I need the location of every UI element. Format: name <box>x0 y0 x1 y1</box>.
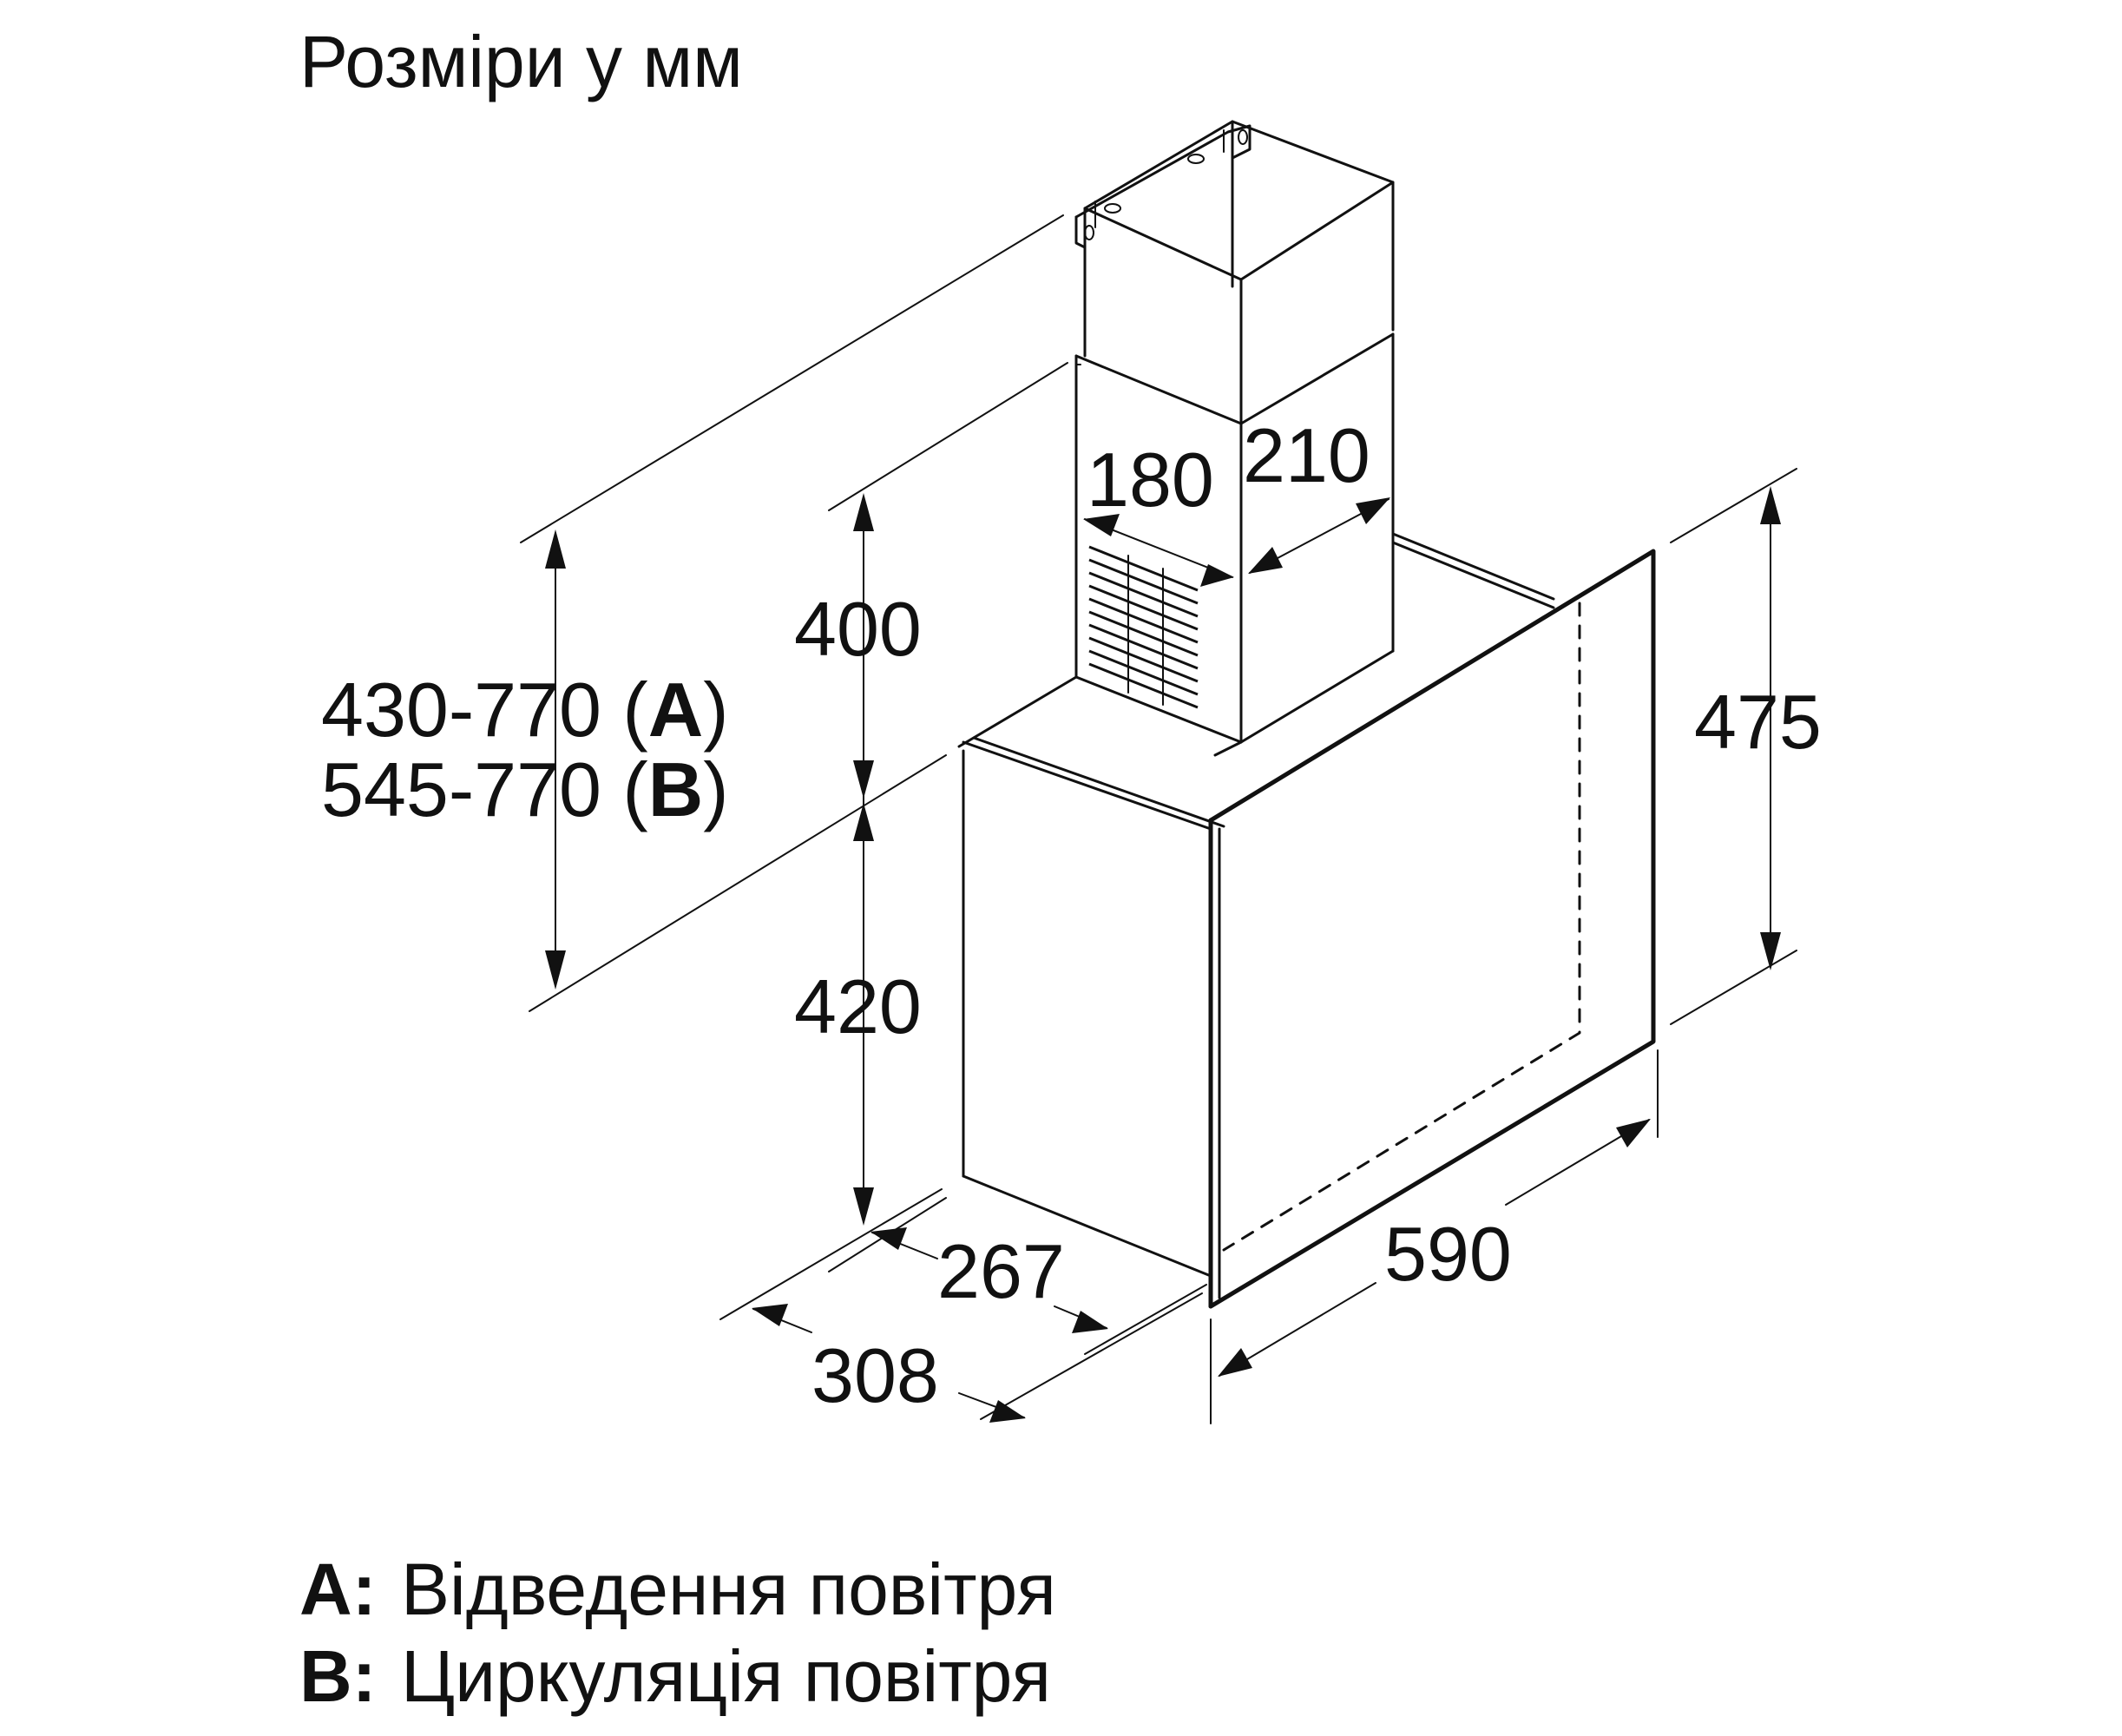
glass-canopy <box>1208 549 1656 1309</box>
dim-depth-body: 267 <box>937 1228 1065 1314</box>
arrow-head <box>853 760 874 799</box>
arrow-head <box>1072 1311 1108 1333</box>
arrow-head <box>1200 564 1234 587</box>
arrow-head <box>1616 1119 1651 1147</box>
arrow-head <box>853 493 874 531</box>
arrow-head <box>1760 486 1781 524</box>
arrow-head <box>1760 932 1781 970</box>
arrow-head <box>853 803 874 841</box>
chimney-lower <box>1074 332 1395 744</box>
chimney-upper <box>1074 120 1395 425</box>
dim-canopy-height: 475 <box>1694 679 1822 765</box>
page-title: Розміри у мм <box>299 21 743 102</box>
arrow-head <box>870 1227 907 1250</box>
dim-chimney-width: 210 <box>1243 412 1370 498</box>
dim-body-height: 420 <box>794 963 922 1049</box>
legend-text-b: Циркуляція повітря <box>401 1635 1051 1717</box>
arrow-head <box>1083 514 1120 536</box>
dim-chimney-upper: 400 <box>794 586 922 672</box>
hood-body <box>957 532 1555 1278</box>
dim-width: 590 <box>1384 1211 1512 1297</box>
chimney-vent-grille <box>1088 545 1199 709</box>
dim-depth-total: 308 <box>811 1332 939 1418</box>
arrow-head <box>989 1400 1026 1423</box>
arrow-head <box>853 1187 874 1226</box>
dim-total-height-b: 545-770 (B) <box>321 746 729 832</box>
dim-total-height-a: 430-770 (A) <box>321 667 729 753</box>
arrow-head <box>1356 497 1390 524</box>
arrow-head <box>1248 547 1283 574</box>
arrow-head <box>545 950 566 990</box>
arrow-head <box>752 1304 788 1326</box>
legend-key-b: B: <box>299 1635 377 1717</box>
hood-outline <box>957 120 1656 1309</box>
legend: A: Відведення повітря B: Циркуляція пові… <box>299 1549 1056 1717</box>
legend-key-a: A: <box>299 1549 377 1630</box>
arrow-head <box>1218 1348 1252 1377</box>
legend-text-a: Відведення повітря <box>401 1549 1056 1630</box>
arrow-head <box>545 529 566 569</box>
dim-chimney-depth: 180 <box>1087 437 1214 523</box>
dimension-lines <box>520 214 1797 1424</box>
